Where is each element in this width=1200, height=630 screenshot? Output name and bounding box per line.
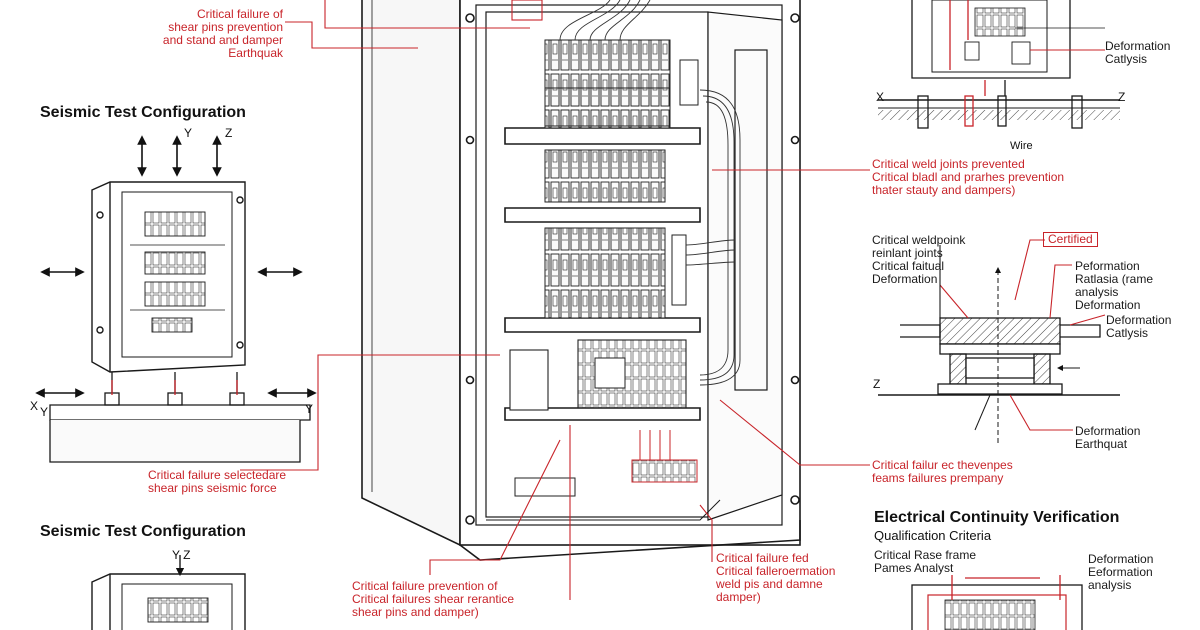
label-criteria-right: Deformation Eeformation analysis — [1088, 552, 1154, 592]
seismic-cabinet-2 — [91, 555, 246, 630]
label-deformation-2: Deformation Catlysis — [1106, 313, 1172, 340]
axis-z-label: Z — [225, 126, 233, 140]
breaker-row-1 — [544, 0, 699, 129]
label-top-left: Critical failure of shear pins preventio… — [162, 7, 283, 60]
heading-continuity: Electrical Continuity Verification — [874, 509, 1120, 526]
bottom-terminals — [514, 430, 698, 497]
axis-right-z: Z — [1118, 90, 1126, 104]
label-deformation-3: Deformation Earthquat — [1075, 424, 1141, 451]
label-weld: Critical weldpoink reinlant joints Criti… — [872, 233, 966, 286]
wire-bundle — [685, 89, 741, 386]
axis-y-right-label: Y — [305, 402, 314, 416]
seismic-cabinet-1 — [91, 181, 246, 373]
certified-badge: Certified — [1043, 232, 1098, 247]
axis-x-label: X — [30, 399, 39, 413]
right-top-cabinet — [878, 0, 1120, 129]
axis-y-label: Y — [184, 126, 193, 140]
label-criteria-left: Critical Rase frame Pames Analyst — [874, 548, 977, 575]
leader-lines-right — [939, 239, 1106, 431]
axis-y-small-label: Y — [40, 405, 49, 419]
label-bottom-left: Critical failure prevention of Critical … — [352, 579, 515, 619]
label-right-bottom: Critical failur ec thevenpes feams failu… — [872, 458, 1013, 485]
breaker-row-3 — [544, 227, 687, 319]
label-bottom-mid: Critical failure fed Critical falleroerm… — [716, 551, 836, 604]
axis-right-x: X — [876, 90, 885, 104]
criteria-cabinet — [911, 575, 1083, 630]
heading-seismic-1: Seismic Test Configuration — [40, 104, 246, 121]
axis-right-z2: Z — [873, 377, 881, 391]
wire-label: Wire — [1010, 140, 1033, 152]
shake-table-1 — [49, 372, 311, 463]
terminal-block — [509, 339, 687, 411]
heading-seismic-2: Seismic Test Configuration — [40, 523, 246, 540]
joint-detail — [878, 267, 1120, 445]
breaker-row-2 — [544, 149, 666, 203]
heading-criteria: Qualification Criteria — [874, 528, 992, 543]
motion-arrows-1 — [35, 135, 317, 398]
label-deformation-top: Deformation Catlysis — [1105, 39, 1171, 66]
leader-lines-center — [285, 0, 870, 600]
label-right-mid: Critical weld joints prevented Critical … — [872, 157, 1065, 197]
label-left-bottom: Critical failure selectedare shear pins … — [148, 468, 287, 495]
label-deformation-1: Peformation Ratlasia (rame analysis Defo… — [1075, 259, 1154, 312]
axis-yz-label: Y Z — [172, 548, 191, 562]
